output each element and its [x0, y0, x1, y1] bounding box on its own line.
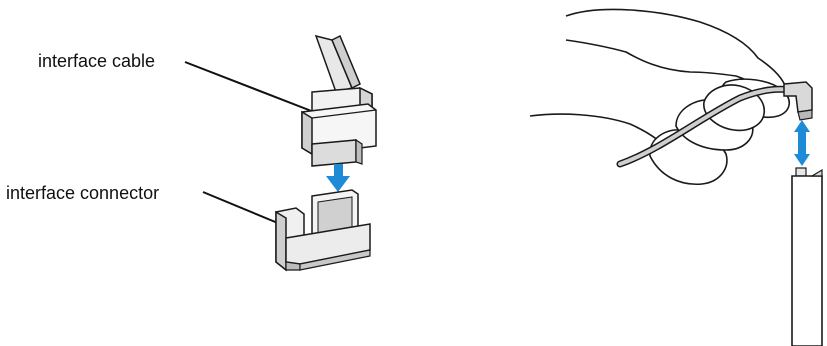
- arrow-up-down-icon: [794, 120, 810, 166]
- interface-cable-label: interface cable: [38, 51, 156, 71]
- interface-connector-label: interface connector: [6, 183, 160, 203]
- hand: [529, 8, 790, 186]
- interface-cable: [301, 34, 377, 167]
- drive-panel: [791, 167, 823, 346]
- sata-cable: [616, 81, 813, 168]
- interface-cable-leader-line: [184, 61, 315, 113]
- interface-connector-leader-line: [202, 191, 286, 227]
- interface-connector: [275, 189, 371, 272]
- arrow-down-icon: [326, 164, 350, 192]
